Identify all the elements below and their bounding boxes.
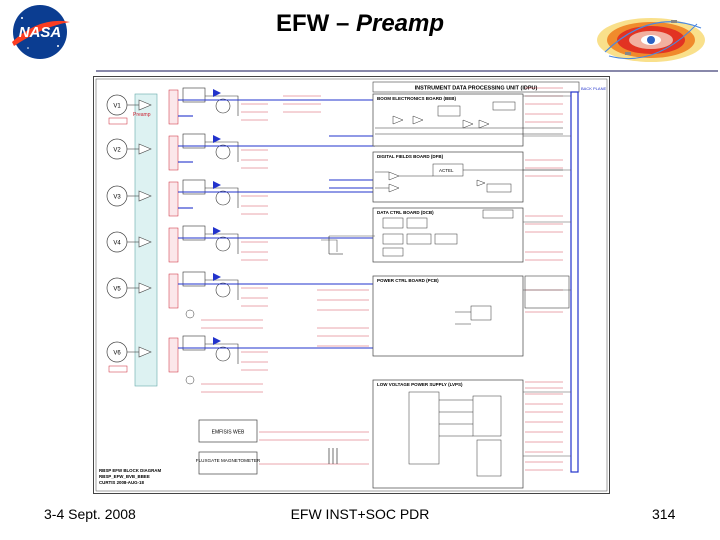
- svg-text:V4: V4: [113, 241, 121, 247]
- back-plane-label: BACK PLANE: [581, 86, 606, 91]
- slide-title: EFW – Preamp: [275, 10, 445, 37]
- svg-text:FLUXGATE MAGNETOMETER: FLUXGATE MAGNETOMETER: [196, 458, 261, 463]
- actel-label: ACTEL: [439, 168, 454, 173]
- dcb-title: DATA CTRL BOARD (DCB): [377, 210, 434, 215]
- svg-text:CURTIS 2008-AUG-18: CURTIS 2008-AUG-18: [99, 480, 144, 485]
- preamp-label: Preamp: [133, 112, 151, 118]
- svg-text:V1: V1: [113, 104, 121, 110]
- svg-text:V3: V3: [113, 195, 121, 201]
- block-diagram-caption: RBSP EFW BLOCK DIAGRAM RBSP_EFW_BVB_BBEE…: [99, 468, 161, 485]
- svg-text:V5: V5: [113, 287, 121, 293]
- svg-text:EMFISIS WEB: EMFISIS WEB: [212, 430, 245, 436]
- nasa-logo-text: NASA: [19, 24, 62, 41]
- efw-block-diagram: INSTRUMENT DATA PROCESSING UNIT (IDPU) V…: [93, 76, 610, 494]
- dfb-title: DIGITAL FIELDS BOARD (DFB): [377, 154, 444, 159]
- footer-date: 3-4 Sept. 2008: [44, 506, 136, 522]
- svg-text:V2: V2: [113, 148, 121, 154]
- beb-title: BOOM ELECTRONICS BOARD (BEB): [377, 96, 456, 101]
- nasa-logo: NASA: [12, 5, 70, 59]
- svg-text:RBSP_EFW_BVB_BBEE: RBSP_EFW_BVB_BBEE: [99, 474, 150, 479]
- probe-v6: V6: [106, 341, 128, 363]
- radiation-belt-graphic: [597, 18, 705, 62]
- footer-title: EFW INST+SOC PDR: [290, 506, 430, 522]
- svg-text:V6: V6: [113, 351, 121, 357]
- footer-page-number: 314: [652, 506, 676, 522]
- probe-v4: V4: [106, 231, 128, 253]
- back-plane-bus: [570, 91, 579, 473]
- pcb-board: [372, 275, 524, 357]
- fluxgate-box: FLUXGATE MAGNETOMETER: [196, 451, 261, 475]
- emfisis-box: EMFISIS WEB: [198, 419, 258, 443]
- pcb-title: POWER CTRL BOARD (PCB): [377, 278, 439, 283]
- idpu-title: INSTRUMENT DATA PROCESSING UNIT (IDPU): [415, 86, 538, 92]
- svg-text:RBSP EFW BLOCK DIAGRAM: RBSP EFW BLOCK DIAGRAM: [99, 468, 161, 473]
- probe-v3: V3: [106, 185, 128, 207]
- slide-divider: [96, 70, 718, 72]
- probe-v1: V1: [106, 94, 128, 116]
- lvps-title: LOW VOLTAGE POWER SUPPLY (LVPS): [377, 382, 463, 387]
- dfb-board: [372, 151, 524, 203]
- probe-v5: V5: [106, 277, 128, 299]
- probe-v2: V2: [106, 138, 128, 160]
